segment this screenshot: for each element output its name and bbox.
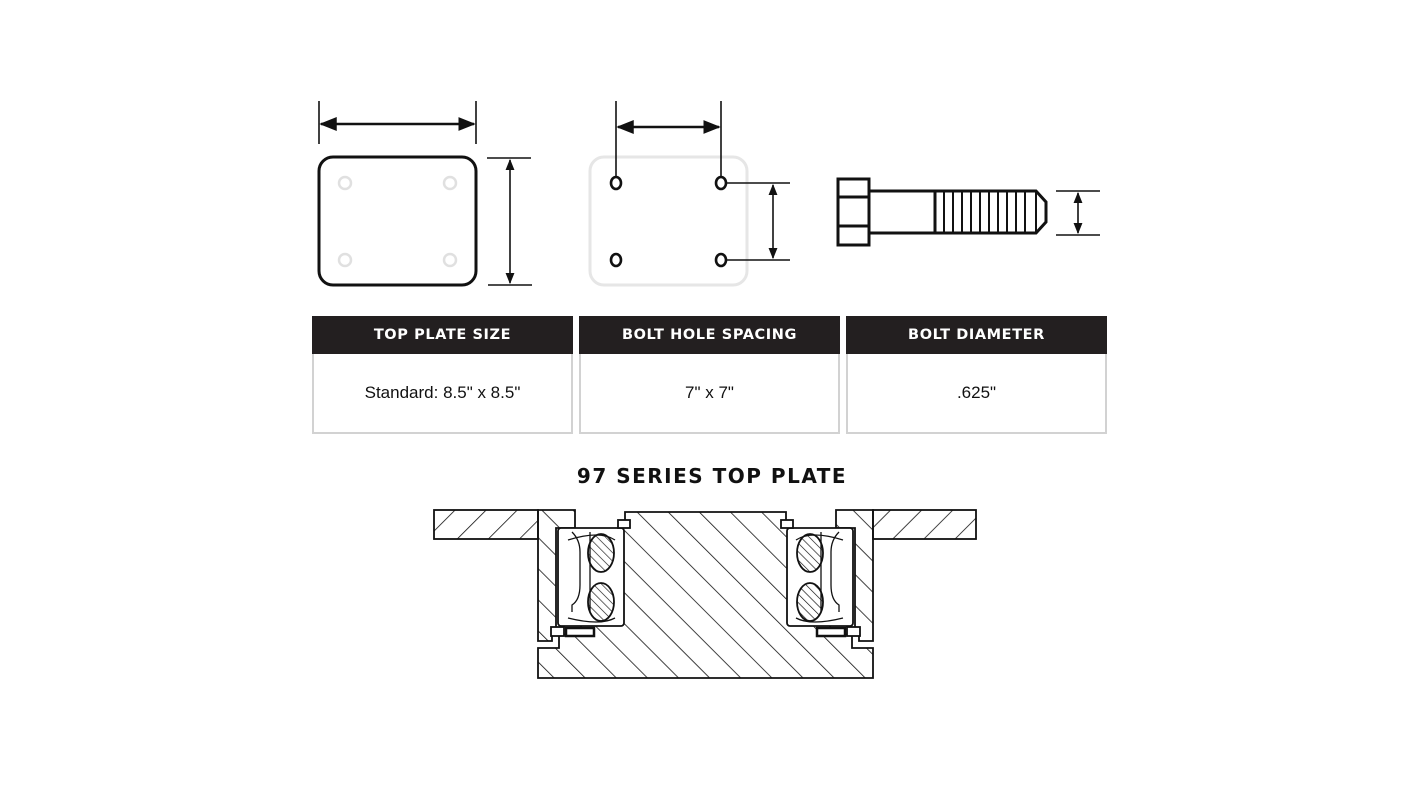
left-bearing <box>550 519 631 638</box>
bolt-hole-spacing-drawing <box>588 101 790 287</box>
spec-header: BOLT HOLE SPACING <box>579 316 840 354</box>
spec-column-bolt-hole-spacing: BOLT HOLE SPACING 7" x 7" <box>579 316 840 434</box>
section-title: 97 SERIES TOP PLATE <box>576 464 848 488</box>
spec-value: 7" x 7" <box>579 354 840 434</box>
spec-column-top-plate-size: TOP PLATE SIZE Standard: 8.5" x 8.5" <box>312 316 573 434</box>
spec-value: .625" <box>846 354 1107 434</box>
top-plate-size-drawing <box>317 101 532 287</box>
bolt-diameter-drawing <box>836 177 1100 247</box>
spec-value: Standard: 8.5" x 8.5" <box>312 354 573 434</box>
spec-header: TOP PLATE SIZE <box>312 316 573 354</box>
spec-table: TOP PLATE SIZE Standard: 8.5" x 8.5" BOL… <box>312 316 1107 434</box>
spec-column-bolt-diameter: BOLT DIAMETER .625" <box>846 316 1107 434</box>
right-bearing <box>780 519 861 638</box>
spec-header: BOLT DIAMETER <box>846 316 1107 354</box>
top-plate-cross-section <box>433 509 977 679</box>
